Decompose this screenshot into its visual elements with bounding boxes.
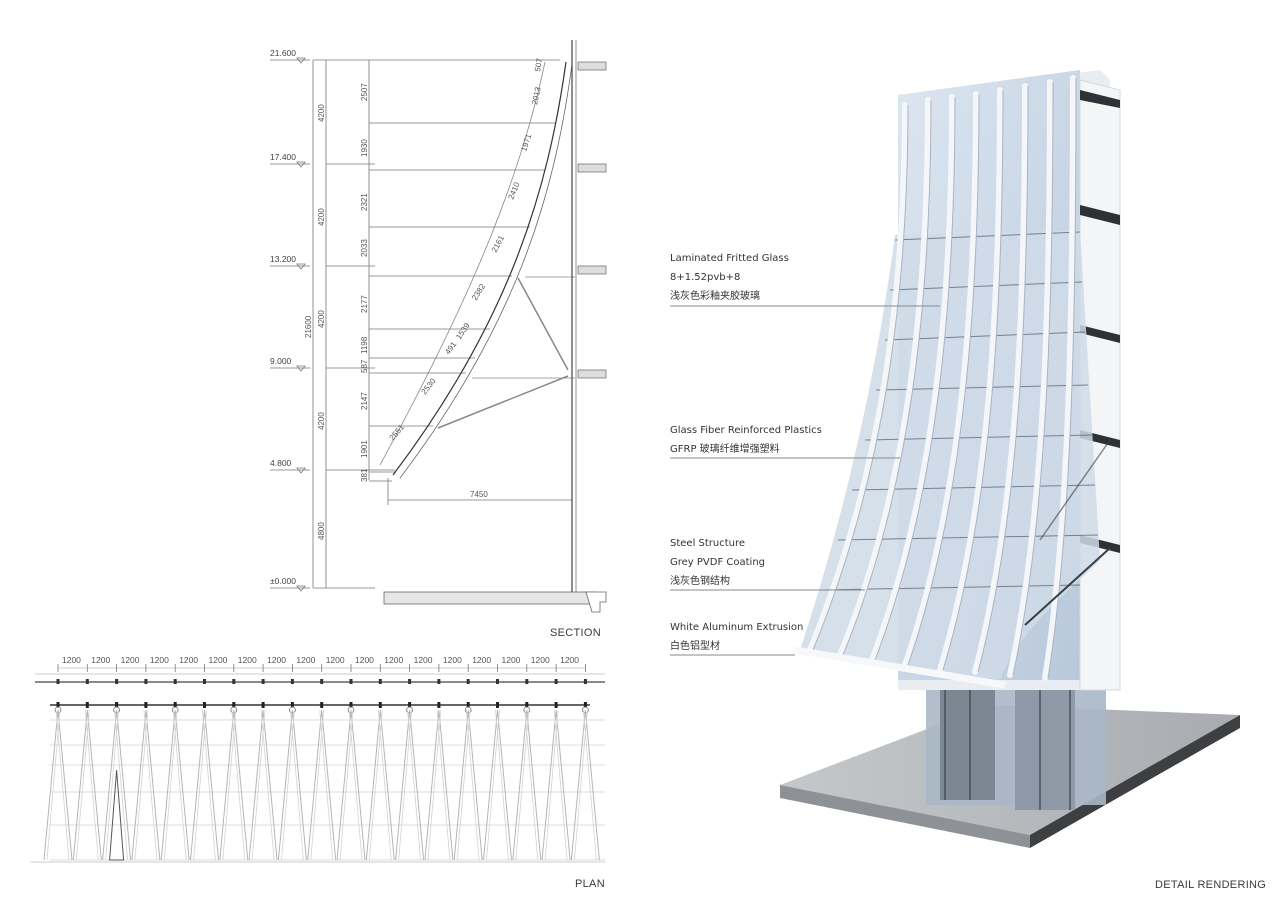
svg-text:2013: 2013 <box>530 86 543 106</box>
svg-text:1971: 1971 <box>519 132 533 152</box>
svg-text:1200: 1200 <box>472 655 491 665</box>
svg-text:13.200: 13.200 <box>270 254 296 264</box>
svg-text:1200: 1200 <box>560 655 579 665</box>
svg-text:1901: 1901 <box>360 440 369 458</box>
svg-text:4200: 4200 <box>317 310 326 328</box>
svg-text:1539: 1539 <box>454 321 472 341</box>
annotation-steel-structure: Steel Structure Grey PVDF Coating 浅灰色钢结构 <box>670 538 766 587</box>
svg-text:1200: 1200 <box>531 655 550 665</box>
rendering-svg <box>670 70 1240 848</box>
svg-text:1200: 1200 <box>414 655 433 665</box>
svg-text:1198: 1198 <box>360 336 369 354</box>
svg-text:1200: 1200 <box>267 655 286 665</box>
svg-text:7450: 7450 <box>470 490 488 499</box>
plan-caption: PLAN <box>575 878 605 890</box>
svg-text:2033: 2033 <box>360 239 369 257</box>
svg-text:491: 491 <box>443 340 458 357</box>
svg-text:4200: 4200 <box>317 104 326 122</box>
svg-text:1200: 1200 <box>443 655 462 665</box>
svg-text:587: 587 <box>360 359 369 373</box>
svg-text:1200: 1200 <box>150 655 169 665</box>
svg-text:21600: 21600 <box>304 315 313 338</box>
svg-text:1200: 1200 <box>384 655 403 665</box>
svg-text:±0.000: ±0.000 <box>270 576 296 586</box>
svg-text:2382: 2382 <box>470 282 487 302</box>
svg-text:1930: 1930 <box>360 139 369 157</box>
rendering-caption: DETAIL RENDERING <box>1155 879 1267 891</box>
level-label: 21.600 <box>270 48 296 58</box>
svg-text:2161: 2161 <box>490 234 507 254</box>
detail-rendering: Laminated Fritted Glass 8+1.52pvb+8 浅灰色彩… <box>640 0 1280 904</box>
section-svg: 21.600 17.400 13.200 9.000 4.800 ±0.000 420… <box>270 40 607 613</box>
svg-text:507: 507 <box>533 57 544 72</box>
svg-text:1200: 1200 <box>91 655 110 665</box>
svg-text:2147: 2147 <box>360 392 369 410</box>
svg-text:1200: 1200 <box>502 655 521 665</box>
svg-text:2177: 2177 <box>360 295 369 313</box>
svg-text:1200: 1200 <box>209 655 228 665</box>
svg-text:1200: 1200 <box>238 655 257 665</box>
annotation-aluminum-extrusion: White Aluminum Extrusion 白色铝型材 <box>670 622 804 652</box>
svg-text:1200: 1200 <box>179 655 198 665</box>
svg-text:1200: 1200 <box>326 655 345 665</box>
svg-text:1200: 1200 <box>62 655 81 665</box>
svg-text:1200: 1200 <box>355 655 374 665</box>
svg-text:2507: 2507 <box>360 83 369 101</box>
svg-text:2530: 2530 <box>419 376 437 396</box>
annotation-gfrp: Glass Fiber Reinforced Plastics GFRP 玻璃纤… <box>670 425 822 455</box>
svg-text:2410: 2410 <box>507 180 522 200</box>
plan-drawing: 1200 1200 1200 1200 1200 1200 1200 1200 1200 1200… <box>0 650 640 904</box>
svg-text:2321: 2321 <box>360 193 369 211</box>
svg-text:4200: 4200 <box>317 208 326 226</box>
svg-text:1200: 1200 <box>121 655 140 665</box>
svg-text:381: 381 <box>360 468 369 482</box>
svg-text:17.400: 17.400 <box>270 152 296 162</box>
plan-svg: 1200 1200 1200 1200 1200 1200 1200 1200 1200 1200… <box>30 655 605 863</box>
svg-text:4800: 4800 <box>317 522 326 540</box>
svg-text:1200: 1200 <box>296 655 315 665</box>
svg-text:4200: 4200 <box>317 412 326 430</box>
svg-text:2551: 2551 <box>388 422 407 442</box>
section-drawing: 21.600 17.400 13.200 9.000 4.800 ±0.000 420… <box>0 0 640 650</box>
svg-text:4.800: 4.800 <box>270 458 292 468</box>
section-caption: SECTION <box>550 627 601 639</box>
svg-text:9.000: 9.000 <box>270 356 292 366</box>
annotation-laminated-glass: Laminated Fritted Glass 8+1.52pvb+8 浅灰色彩… <box>670 253 789 302</box>
